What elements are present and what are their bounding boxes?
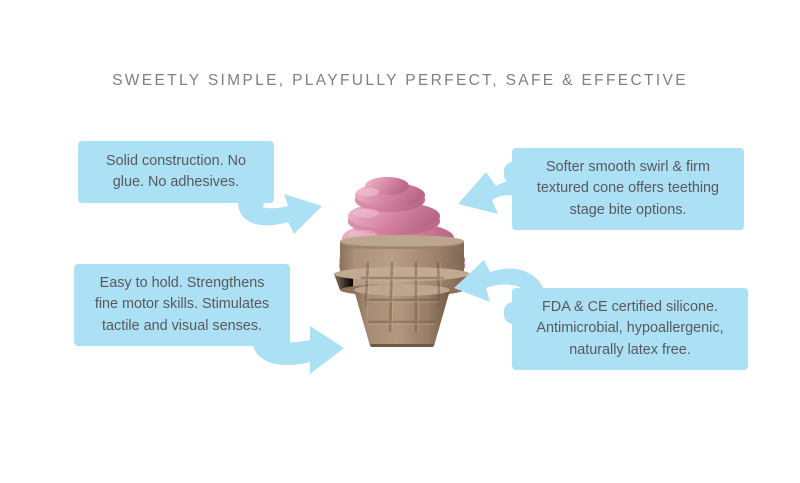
ice-cream-cone (334, 235, 470, 347)
callout-text: Softer smooth swirl & firm textured cone… (536, 158, 720, 218)
callout-text: Easy to hold. Strengthens fine motor ski… (94, 274, 270, 334)
callout-certified-silicone[interactable]: FDA & CE certified silicone. Antimicrobi… (504, 288, 748, 370)
arrow-bottom-right-icon (454, 260, 546, 304)
callout-text: Solid construction. No glue. No adhesive… (106, 152, 246, 191)
callout-tail (258, 343, 280, 354)
callout-solid-construction[interactable]: Solid construction. No glue. No adhesive… (78, 141, 274, 211)
callout-text: FDA & CE certified silicone. Antimicrobi… (536, 298, 724, 358)
callout-easy-to-hold[interactable]: Easy to hold. Strengthens fine motor ski… (74, 264, 290, 354)
page-title: SWEETLY SIMPLE, PLAYFULLY PERFECT, SAFE … (112, 72, 688, 89)
arrow-top-left-icon (238, 176, 322, 234)
callout-tail (242, 200, 264, 211)
callout-tail (504, 302, 515, 324)
ice-cream-cone-illustration (334, 177, 470, 347)
callout-tail (504, 162, 515, 184)
callout-teething-stage[interactable]: Softer smooth swirl & firm textured cone… (504, 148, 744, 230)
arrow-bottom-left-icon (252, 318, 344, 374)
